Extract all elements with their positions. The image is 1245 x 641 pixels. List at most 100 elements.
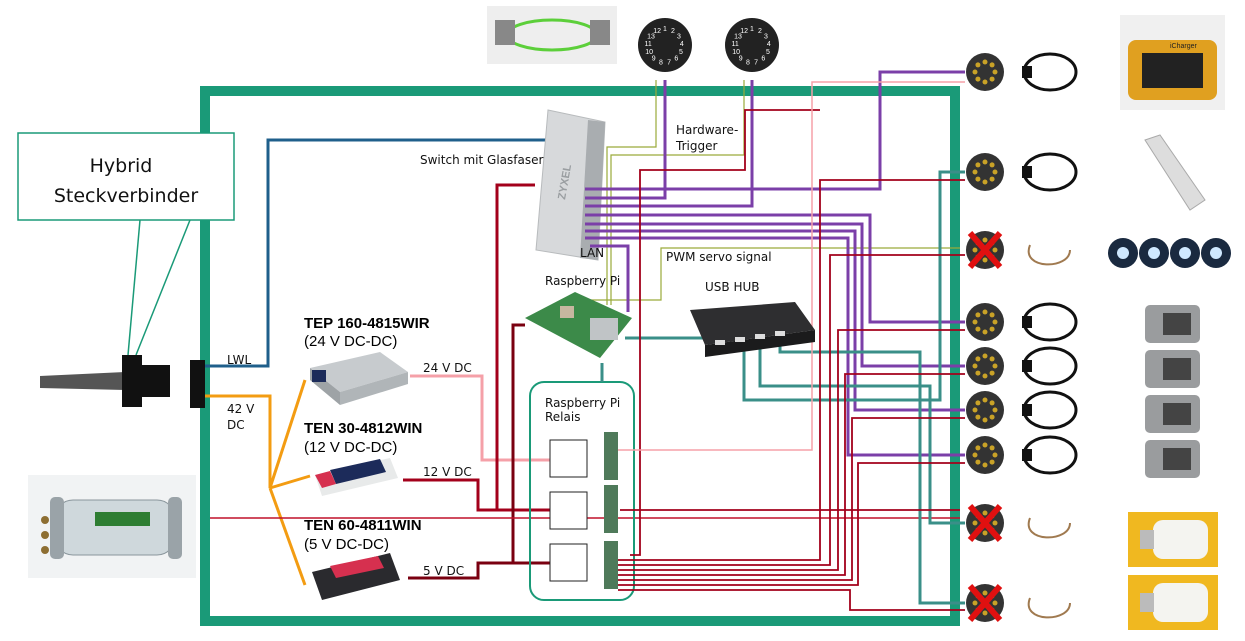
lamp-image [1128,575,1218,630]
pin-label: 13 [734,33,742,40]
pin-label: 10 [732,49,740,56]
converter-12v-name: TEN 30-4812WIN [304,420,422,437]
usb-lines [600,170,965,605]
lwl-label: LWL [227,353,251,367]
disabled-x-icon [967,504,1003,542]
charger-brand: iCharger [1170,43,1198,50]
hw-trigger-label: Hardware- [676,123,738,137]
fiber-line [205,138,595,368]
v12-label: 12 V DC [423,465,472,479]
pin-label: 7 [754,60,758,67]
pin-label: 6 [761,56,765,63]
camera-image [1145,305,1200,343]
pin-label: 5 [679,49,683,56]
converter-24v-name: TEP 160-4815WIR [304,315,430,332]
pin-label: 5 [766,49,770,56]
dc42-label-2: DC [227,418,245,432]
camera-image [1145,350,1200,388]
pin-label: 12 [653,28,661,35]
housing-cylinder-image [28,475,196,578]
port-active [966,52,1078,92]
converter-5v-name: TEN 60-4811WIN [304,517,422,534]
lan-label: LAN [580,246,604,260]
relais-label: Raspberry Pi [545,396,620,410]
rpi-power-line [511,323,525,563]
pin-label: 9 [739,56,743,63]
port-active [966,346,1078,386]
led-lights-image [1108,238,1231,268]
hw-trigger-label-2: Trigger [675,139,717,153]
converter-12v-image [315,458,398,496]
pin-label: 11 [731,41,738,48]
raspberry-pi-image [525,292,632,358]
relais-label-2: Relais [545,410,580,424]
converter-24v-spec: (24 V DC-DC) [304,333,397,350]
converter-24v-image [310,352,408,405]
pin-label: 2 [671,28,675,35]
usb-hub-label: USB HUB [705,280,760,294]
line-12v [403,478,550,512]
cable-icon [1027,244,1071,266]
port-active [966,152,1078,192]
camera-image [1145,440,1200,478]
charger-screen-image: iCharger [1120,15,1225,110]
pwm-label: PWM servo signal [666,250,772,264]
switch-label: Switch mit Glasfaser [420,153,543,167]
callout-line2: Steckverbinder [54,185,199,207]
disabled-x-icon [967,231,1003,269]
hybrid-connector-callout: Hybrid Steckverbinder [17,132,235,356]
pin-label: 8 [746,60,750,67]
rpi-label: Raspberry Pi [545,274,620,288]
converter-12v-spec: (12 V DC-DC) [304,439,397,456]
pin-label: 1 [750,26,754,33]
disabled-x-icon [967,584,1003,622]
pin-label: 12 [740,28,748,35]
pin-label: 3 [764,33,768,40]
pin-label: 4 [767,41,771,48]
v5-label: 5 V DC [423,564,464,578]
port-active [966,435,1078,475]
lamp-image [1128,512,1218,567]
pin-label: 9 [652,56,656,63]
wire-harness-image [487,6,617,64]
pin-label: 1 [663,26,667,33]
lan-lines [585,70,965,457]
hybrid-connector [40,355,205,408]
pin-label: 3 [677,33,681,40]
pin-label: 8 [659,60,663,67]
trigger-lines [590,80,960,305]
pin-label: 13 [647,33,655,40]
converter-5v-spec: (5 V DC-DC) [304,536,389,553]
relais-box [529,381,635,601]
pin-label: 6 [674,56,678,63]
line-24v-out [618,81,965,451]
relais-units [549,432,618,589]
camera-image [1145,395,1200,433]
port-disabled [966,504,1071,542]
v24-label: 24 V DC [423,361,472,375]
usb-hub-image [690,302,815,357]
power-distribution-lines [618,109,965,611]
port-active [966,302,1078,342]
pin-label: 10 [645,49,653,56]
line-24v [410,374,550,462]
dc42-label: 42 V [227,402,255,416]
cable-icon [1027,597,1071,619]
sensor-probe-image [1144,134,1206,211]
switch-power-line [495,183,535,510]
power-42v-lines [205,379,311,586]
pin-label: 2 [758,28,762,35]
housing-frame [200,86,960,626]
cable-icon [1027,517,1071,539]
port-disabled [966,231,1071,269]
converter-5v-image [312,553,400,600]
pin-label: 7 [667,60,671,67]
pin-label: 4 [680,41,684,48]
port-disabled [966,584,1071,622]
pin-label: 11 [644,41,651,48]
callout-line1: Hybrid [90,155,153,177]
